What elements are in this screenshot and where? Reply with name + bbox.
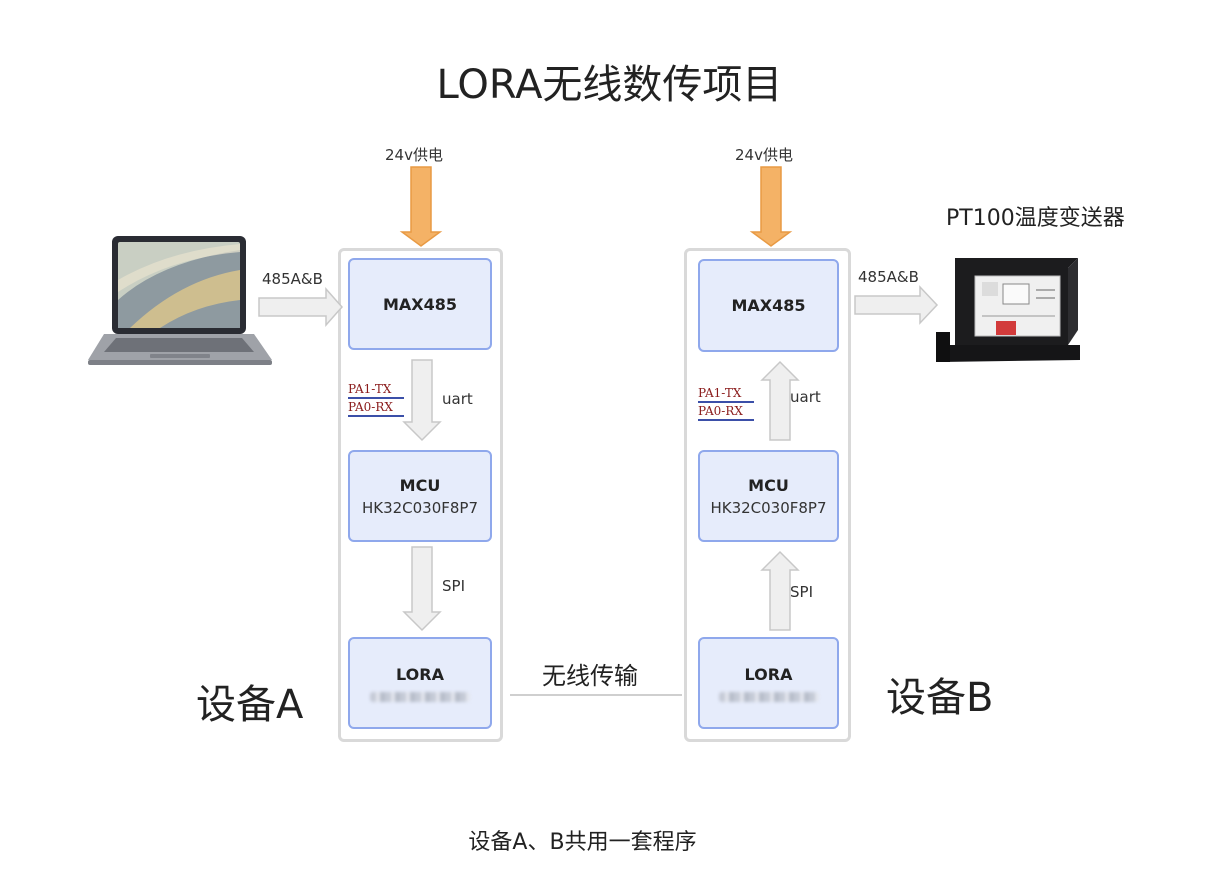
device-a-pin-underline	[348, 415, 404, 417]
bus-arrow-b	[854, 285, 939, 325]
device-b-label: 设备B	[886, 675, 994, 721]
device-a-max485-block: MAX485	[348, 258, 492, 350]
device-b-pin-labels: PA1-TX PA0-RX	[698, 386, 754, 422]
device-a-uart-label: uart	[442, 390, 473, 408]
device-a-pin-tx: PA1-TX	[348, 382, 392, 396]
page-title: LORA无线数传项目	[436, 62, 783, 108]
device-b-lora-label: LORA	[744, 664, 793, 684]
bus-label-b: 485A&B	[858, 268, 919, 286]
spi-arrow-a	[402, 546, 442, 632]
device-b-spi-label: SPI	[790, 583, 813, 601]
device-a-pin-labels: PA1-TX PA0-RX	[348, 382, 404, 418]
device-b-lora-blurred-text	[718, 691, 819, 702]
device-b-max485-block: MAX485	[698, 259, 839, 352]
device-b-mcu-block: MCU HK32C030F8P7	[698, 450, 839, 542]
power-label-a: 24v供电	[385, 146, 443, 164]
transmitter-label: PT100温度变送器	[946, 206, 1125, 231]
device-a-mcu-model: HK32C030F8P7	[361, 498, 479, 517]
wireless-label: 无线传输	[542, 662, 638, 690]
device-a-max485-label: MAX485	[382, 294, 458, 314]
laptop-image	[88, 236, 272, 365]
power-label-b: 24v供电	[735, 146, 793, 164]
bus-arrow-a	[258, 287, 344, 327]
power-arrow-b	[749, 166, 793, 247]
device-a-label: 设备A	[196, 682, 304, 728]
device-b-mcu-label: MCU	[748, 475, 789, 495]
device-a-mcu-block: MCU HK32C030F8P7	[348, 450, 492, 542]
device-b-mcu-model: HK32C030F8P7	[710, 498, 827, 517]
spi-arrow-b	[760, 550, 800, 631]
power-arrow-a	[399, 166, 443, 247]
device-a-lora-block: LORA	[348, 637, 492, 729]
device-a-lora-blurred-text	[370, 691, 470, 702]
device-a-mcu-label: MCU	[399, 475, 441, 495]
shared-program-caption: 设备A、B共用一套程序	[468, 830, 697, 855]
device-b-pin-divider	[698, 401, 754, 403]
uart-arrow-b	[760, 360, 800, 441]
device-b-pin-rx: PA0-RX	[698, 404, 743, 418]
device-b-pin-underline	[698, 419, 754, 421]
device-b-max485-label: MAX485	[731, 296, 806, 315]
pt100-transmitter-image	[936, 258, 1080, 362]
uart-arrow-a	[402, 359, 442, 442]
device-b-lora-block: LORA	[698, 637, 839, 729]
device-b-pin-tx: PA1-TX	[698, 386, 742, 400]
device-a-spi-label: SPI	[442, 577, 465, 595]
device-a-pin-rx: PA0-RX	[348, 400, 393, 414]
bus-label-a: 485A&B	[262, 270, 323, 288]
device-b-uart-label: uart	[790, 388, 821, 406]
device-a-pin-divider	[348, 397, 404, 399]
device-a-lora-label: LORA	[396, 664, 444, 684]
